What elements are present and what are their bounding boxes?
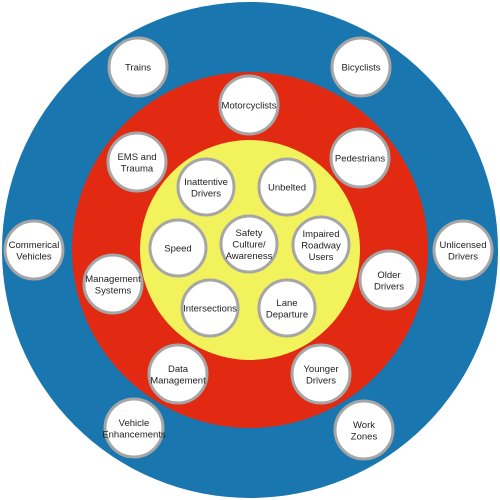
bubble-label-ems-and-trauma: EMS and — [117, 152, 156, 163]
bubble-label-safety-culture-awareness: Culture/ — [232, 240, 266, 251]
bubble-label-impaired-roadway-users: Roadway — [301, 241, 341, 252]
bubble-circle — [218, 74, 280, 136]
bubble-circle — [290, 343, 352, 405]
bubble-circle — [176, 157, 236, 217]
bubble-bicyclists: Bicyclists — [330, 36, 392, 98]
bubble-circle — [257, 157, 317, 217]
bubble-label-lane-departure: Lane — [276, 298, 297, 309]
bubble-motorcyclists: Motorcyclists — [218, 74, 280, 136]
bubble-label-intersections: Intersections — [183, 304, 237, 315]
bubble-label-impaired-roadway-users: Users — [309, 252, 334, 263]
bubble-label-unbelted: Unbelted — [268, 183, 306, 194]
bubble-label-inattentive-drivers: Drivers — [191, 188, 221, 199]
bubble-unbelted: Unbelted — [257, 157, 317, 217]
bubble-circle — [106, 131, 168, 193]
bubble-label-management-systems: Systems — [95, 285, 132, 296]
bubble-label-pedestrians: Pedestrians — [335, 154, 385, 165]
bubble-trains: Trains — [107, 36, 169, 98]
bubble-label-bicyclists: Bicyclists — [341, 63, 380, 74]
bubble-circle — [148, 218, 208, 278]
bubble-circle — [107, 36, 169, 98]
bubble-label-unlicensed-drivers: Unlicensed — [440, 240, 487, 251]
bubble-label-speed: Speed — [164, 244, 191, 255]
bubble-label-safety-culture-awareness: Safety — [236, 228, 263, 239]
bubble-label-younger-drivers: Younger — [303, 364, 338, 375]
bubble-circle — [432, 219, 494, 281]
bubble-label-unlicensed-drivers: Drivers — [448, 251, 478, 262]
bubble-circle — [291, 215, 351, 275]
bubble-circle — [82, 253, 144, 315]
bubble-label-inattentive-drivers: Inattentive — [184, 177, 228, 188]
bubble-circle — [257, 278, 317, 338]
bubble-circle — [330, 36, 392, 98]
bubble-pedestrians: Pedestrians — [329, 127, 391, 189]
bubble-label-impaired-roadway-users: Impaired — [303, 229, 340, 240]
bubble-label-data-management: Management — [150, 375, 206, 386]
bubble-label-safety-culture-awareness: Awareness — [226, 251, 273, 262]
bubble-label-work-zones: Work — [353, 420, 375, 431]
bubble-circle — [333, 399, 395, 461]
bubble-circle — [147, 343, 209, 405]
bubble-circle — [103, 397, 165, 459]
bubble-circle — [3, 219, 65, 281]
bubble-label-vehicle-enhancements: Vehicle — [119, 418, 150, 429]
bubble-label-older-drivers: Drivers — [374, 281, 404, 292]
bubble-circle — [358, 249, 420, 311]
bubble-label-management-systems: Management — [85, 274, 141, 285]
bubble-label-work-zones: Zones — [351, 431, 378, 442]
bubble-intersections: Intersections — [180, 278, 240, 338]
bubble-label-ems-and-trauma: Trauma — [121, 163, 154, 174]
bubble-circle — [180, 278, 240, 338]
bubble-label-commercial-vehicles: Commerical — [9, 240, 60, 251]
bubble-circle — [329, 127, 391, 189]
bubble-label-younger-drivers: Drivers — [306, 375, 336, 386]
bubble-label-vehicle-enhancements: Enhancements — [102, 429, 166, 440]
bubble-circle — [219, 214, 279, 274]
bubble-label-commercial-vehicles: Vehicles — [16, 251, 52, 262]
bubble-label-trains: Trains — [125, 63, 151, 74]
bubble-label-lane-departure: Departure — [266, 309, 308, 320]
bubble-label-older-drivers: Older — [377, 270, 400, 281]
bubble-label-data-management: Data — [168, 364, 189, 375]
bubble-label-motorcyclists: Motorcyclists — [222, 101, 277, 112]
bubble-speed: Speed — [148, 218, 208, 278]
